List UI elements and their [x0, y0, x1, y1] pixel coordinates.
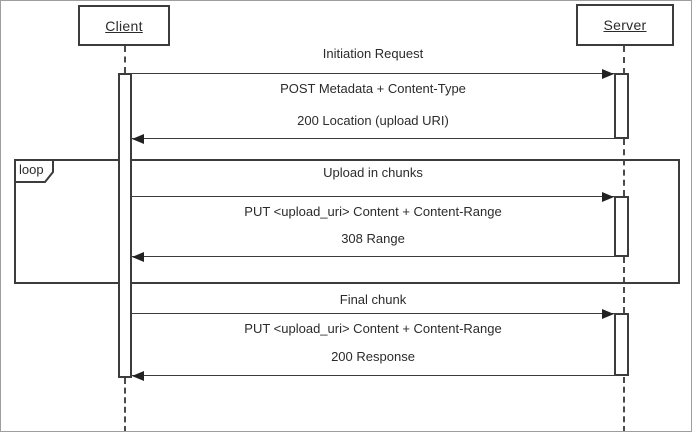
- response-message-label: 308 Range: [341, 231, 405, 246]
- arrowhead-right-icon: [602, 69, 614, 79]
- response-message-label: 200 Response: [331, 349, 415, 364]
- request-arrow: [132, 73, 614, 74]
- response-arrow: [132, 256, 614, 257]
- loop-pentagon-icon: [14, 159, 54, 183]
- arrowhead-right-icon: [602, 192, 614, 202]
- exchange-title: Initiation Request: [322, 46, 424, 61]
- server-lifeline-segment: [623, 377, 625, 431]
- actor-client-box: Client: [78, 5, 170, 46]
- server-activation-bar: [614, 196, 629, 257]
- actor-server-label: Server: [603, 17, 647, 33]
- actor-client-label: Client: [105, 17, 143, 34]
- loop-operator-label: loop: [19, 162, 44, 177]
- loop-operator: loop: [14, 159, 54, 183]
- arrowhead-left-icon: [132, 252, 144, 262]
- server-lifeline-segment: [623, 257, 625, 313]
- request-arrow: [132, 313, 614, 314]
- server-lifeline-segment: [623, 139, 625, 196]
- request-message-label: PUT <upload_uri> Content + Content-Range: [244, 204, 502, 219]
- response-arrow: [132, 138, 614, 139]
- arrowhead-left-icon: [132, 134, 144, 144]
- client-lifeline-segment: [124, 378, 126, 431]
- request-arrow: [132, 196, 614, 197]
- loop-fragment: loop: [14, 159, 680, 284]
- arrowhead-right-icon: [602, 309, 614, 319]
- client-lifeline-segment: [124, 46, 126, 73]
- response-message-label: 200 Location (upload URI): [297, 113, 449, 128]
- server-activation-bar: [614, 313, 629, 376]
- exchange-title: Final chunk: [339, 292, 407, 307]
- response-arrow: [132, 375, 614, 376]
- server-lifeline-segment: [623, 46, 625, 74]
- client-activation-bar: [118, 73, 132, 378]
- server-activation-bar: [614, 73, 629, 139]
- request-message-label: PUT <upload_uri> Content + Content-Range: [244, 321, 502, 336]
- arrowhead-left-icon: [132, 371, 144, 381]
- actor-server-box: Server: [576, 4, 674, 46]
- request-message-label: POST Metadata + Content-Type: [280, 81, 466, 96]
- exchange-title: Upload in chunks: [323, 165, 423, 180]
